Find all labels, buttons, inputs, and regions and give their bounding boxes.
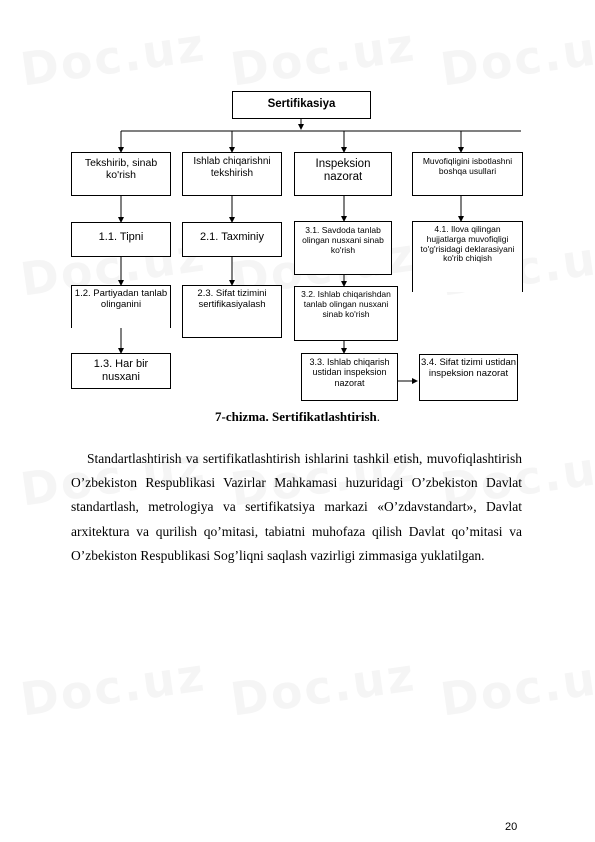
col4-head-label: Muvofiqligini isbotlashni boshqa usullar… [422, 156, 513, 176]
col1-item-label: 1.1. Tipni [98, 231, 144, 243]
col4-item-label: 3.4. Sifat tizimi ustidan inspeksion naz… [420, 357, 517, 379]
diagram-root-box: Sertifikasiya [232, 91, 371, 119]
figure-caption-title: 7-chizma. Sertifikatlashtirish [214, 409, 377, 424]
figure-caption: 7-chizma. Sertifikatlashtirish. [0, 409, 595, 425]
col3-item-box: 3.2. Ishlab chiqarishdan tanlab olingan … [294, 286, 398, 341]
col1-item-label: 1.3. Har bir nusxani [93, 358, 149, 383]
figure-caption-tail: . [376, 409, 380, 424]
col3-head-box: Inspeksion nazorat [294, 152, 392, 196]
diagram-root-label: Sertifikasiya [267, 98, 336, 110]
col4-item-box: 4.1. Ilova qilingan hujjatlarga muvofiql… [412, 221, 523, 292]
col1-item-box: 1.2. Partiyadan tanlab olinganini [71, 285, 171, 328]
col1-head-box: Tekshirib, sinab ko'rish [71, 152, 171, 196]
col4-item-label: 4.1. Ilova qilingan hujjatlarga muvofiql… [420, 224, 515, 264]
body-paragraph: Standartlashtirish va sertifikatlashtiri… [71, 451, 522, 563]
col4-item-box: 3.4. Sifat tizimi ustidan inspeksion naz… [419, 354, 518, 401]
col1-head-label: Tekshirib, sinab ko'rish [84, 157, 158, 182]
col2-item-box: 2.3. Sifat tizimini sertifikasiyalash [182, 285, 282, 338]
col2-item-label: 2.1. Taxminiy [200, 231, 264, 243]
col3-head-label: Inspeksion nazorat [315, 158, 371, 184]
col2-item-box: 2.1. Taxminiy [182, 222, 282, 257]
col2-head-box: Ishlab chiqarishni tekshirish [182, 152, 282, 196]
col1-item-box: 1.1. Tipni [71, 222, 171, 257]
col4-head-box: Muvofiqligini isbotlashni boshqa usullar… [412, 152, 523, 196]
col3-item-box: 3.1. Savdoda tanlab olingan nusxani sina… [294, 221, 392, 275]
col2-head-label: Ishlab chiqarishni tekshirish [193, 156, 271, 179]
col1-item-label: 1.2. Partiyadan tanlab olinganini [74, 288, 168, 310]
col3-item-box: 3.3. Ishlab chiqarish ustidan inspeksion… [301, 353, 398, 401]
col3-item-label: 3.1. Savdoda tanlab olingan nusxani sina… [302, 225, 384, 255]
col3-item-label: 3.3. Ishlab chiqarish ustidan inspeksion… [309, 357, 390, 388]
col3-item-label: 3.2. Ishlab chiqarishdan tanlab olingan … [301, 289, 391, 319]
col2-item-label: 2.3. Sifat tizimini sertifikasiyalash [197, 288, 267, 310]
col1-item-box: 1.3. Har bir nusxani [71, 353, 171, 389]
page-number: 20 [505, 821, 518, 833]
